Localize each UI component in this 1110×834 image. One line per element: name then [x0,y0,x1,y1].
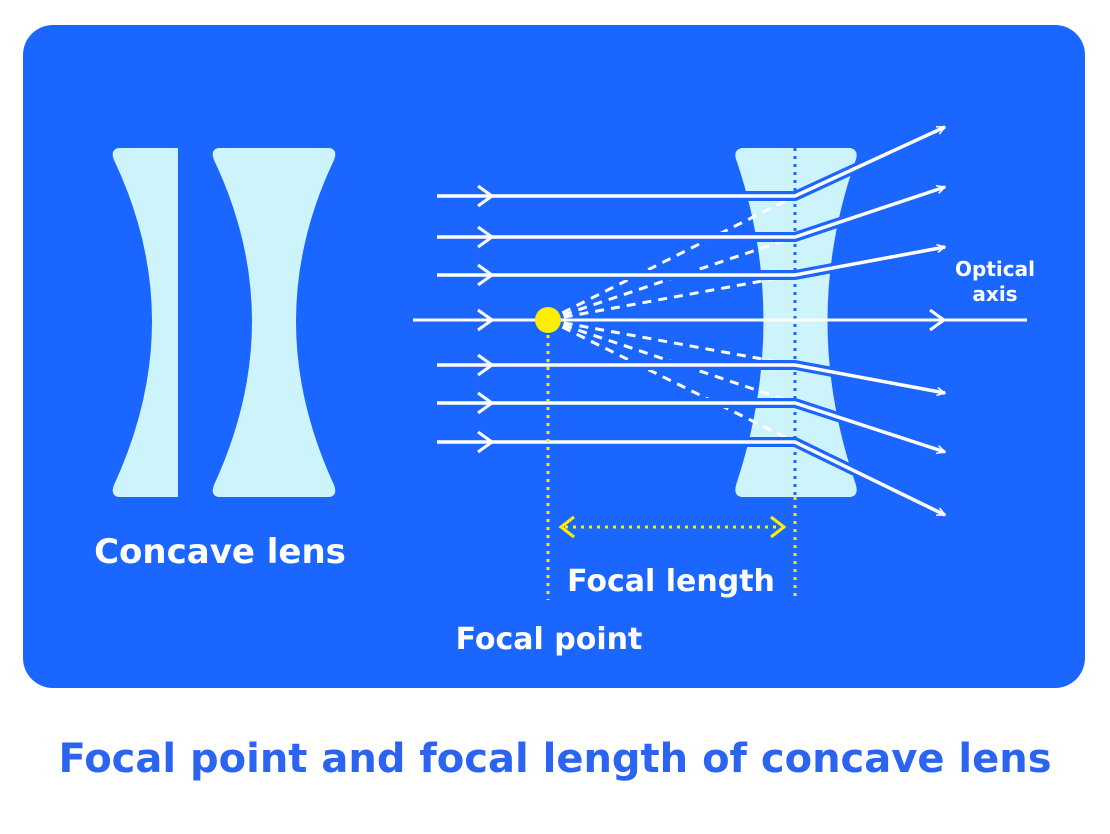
virtual-ray [547,273,796,322]
axis-arrow-icon [477,308,495,332]
optical-axis-label-2: axis [972,282,1017,306]
ray-arrow-icon [477,430,495,454]
axis-arrow-icon [929,308,947,332]
optical-axis-label-1: Optical [955,257,1035,281]
light-ray [437,363,945,393]
virtual-ray [547,318,796,367]
concave-lens-label: Concave lens [94,532,346,572]
ray-arrow-icon [477,225,495,249]
focal-point-label: Focal point [456,622,643,657]
caption: Focal point and focal length of concave … [58,736,1051,782]
virtual-ray [547,194,796,322]
light-rays [413,122,1027,520]
light-ray [437,125,945,198]
plano-concave-lens [112,148,178,497]
diagram-panel [23,25,1085,688]
focal-length-label: Focal length [567,564,775,599]
ray-arrow-icon [477,391,495,415]
light-ray [437,440,945,517]
light-ray [437,187,945,239]
virtual-ray [547,318,796,444]
biconcave-lens [212,148,336,497]
focal-point-dot [535,307,561,333]
light-ray [437,247,945,277]
focal-length-arrowheads [558,515,787,539]
ray-arrow-icon [477,184,495,208]
ray-arrow-icon [477,263,495,287]
light-ray [437,401,945,452]
ray-arrow-icon [477,353,495,377]
